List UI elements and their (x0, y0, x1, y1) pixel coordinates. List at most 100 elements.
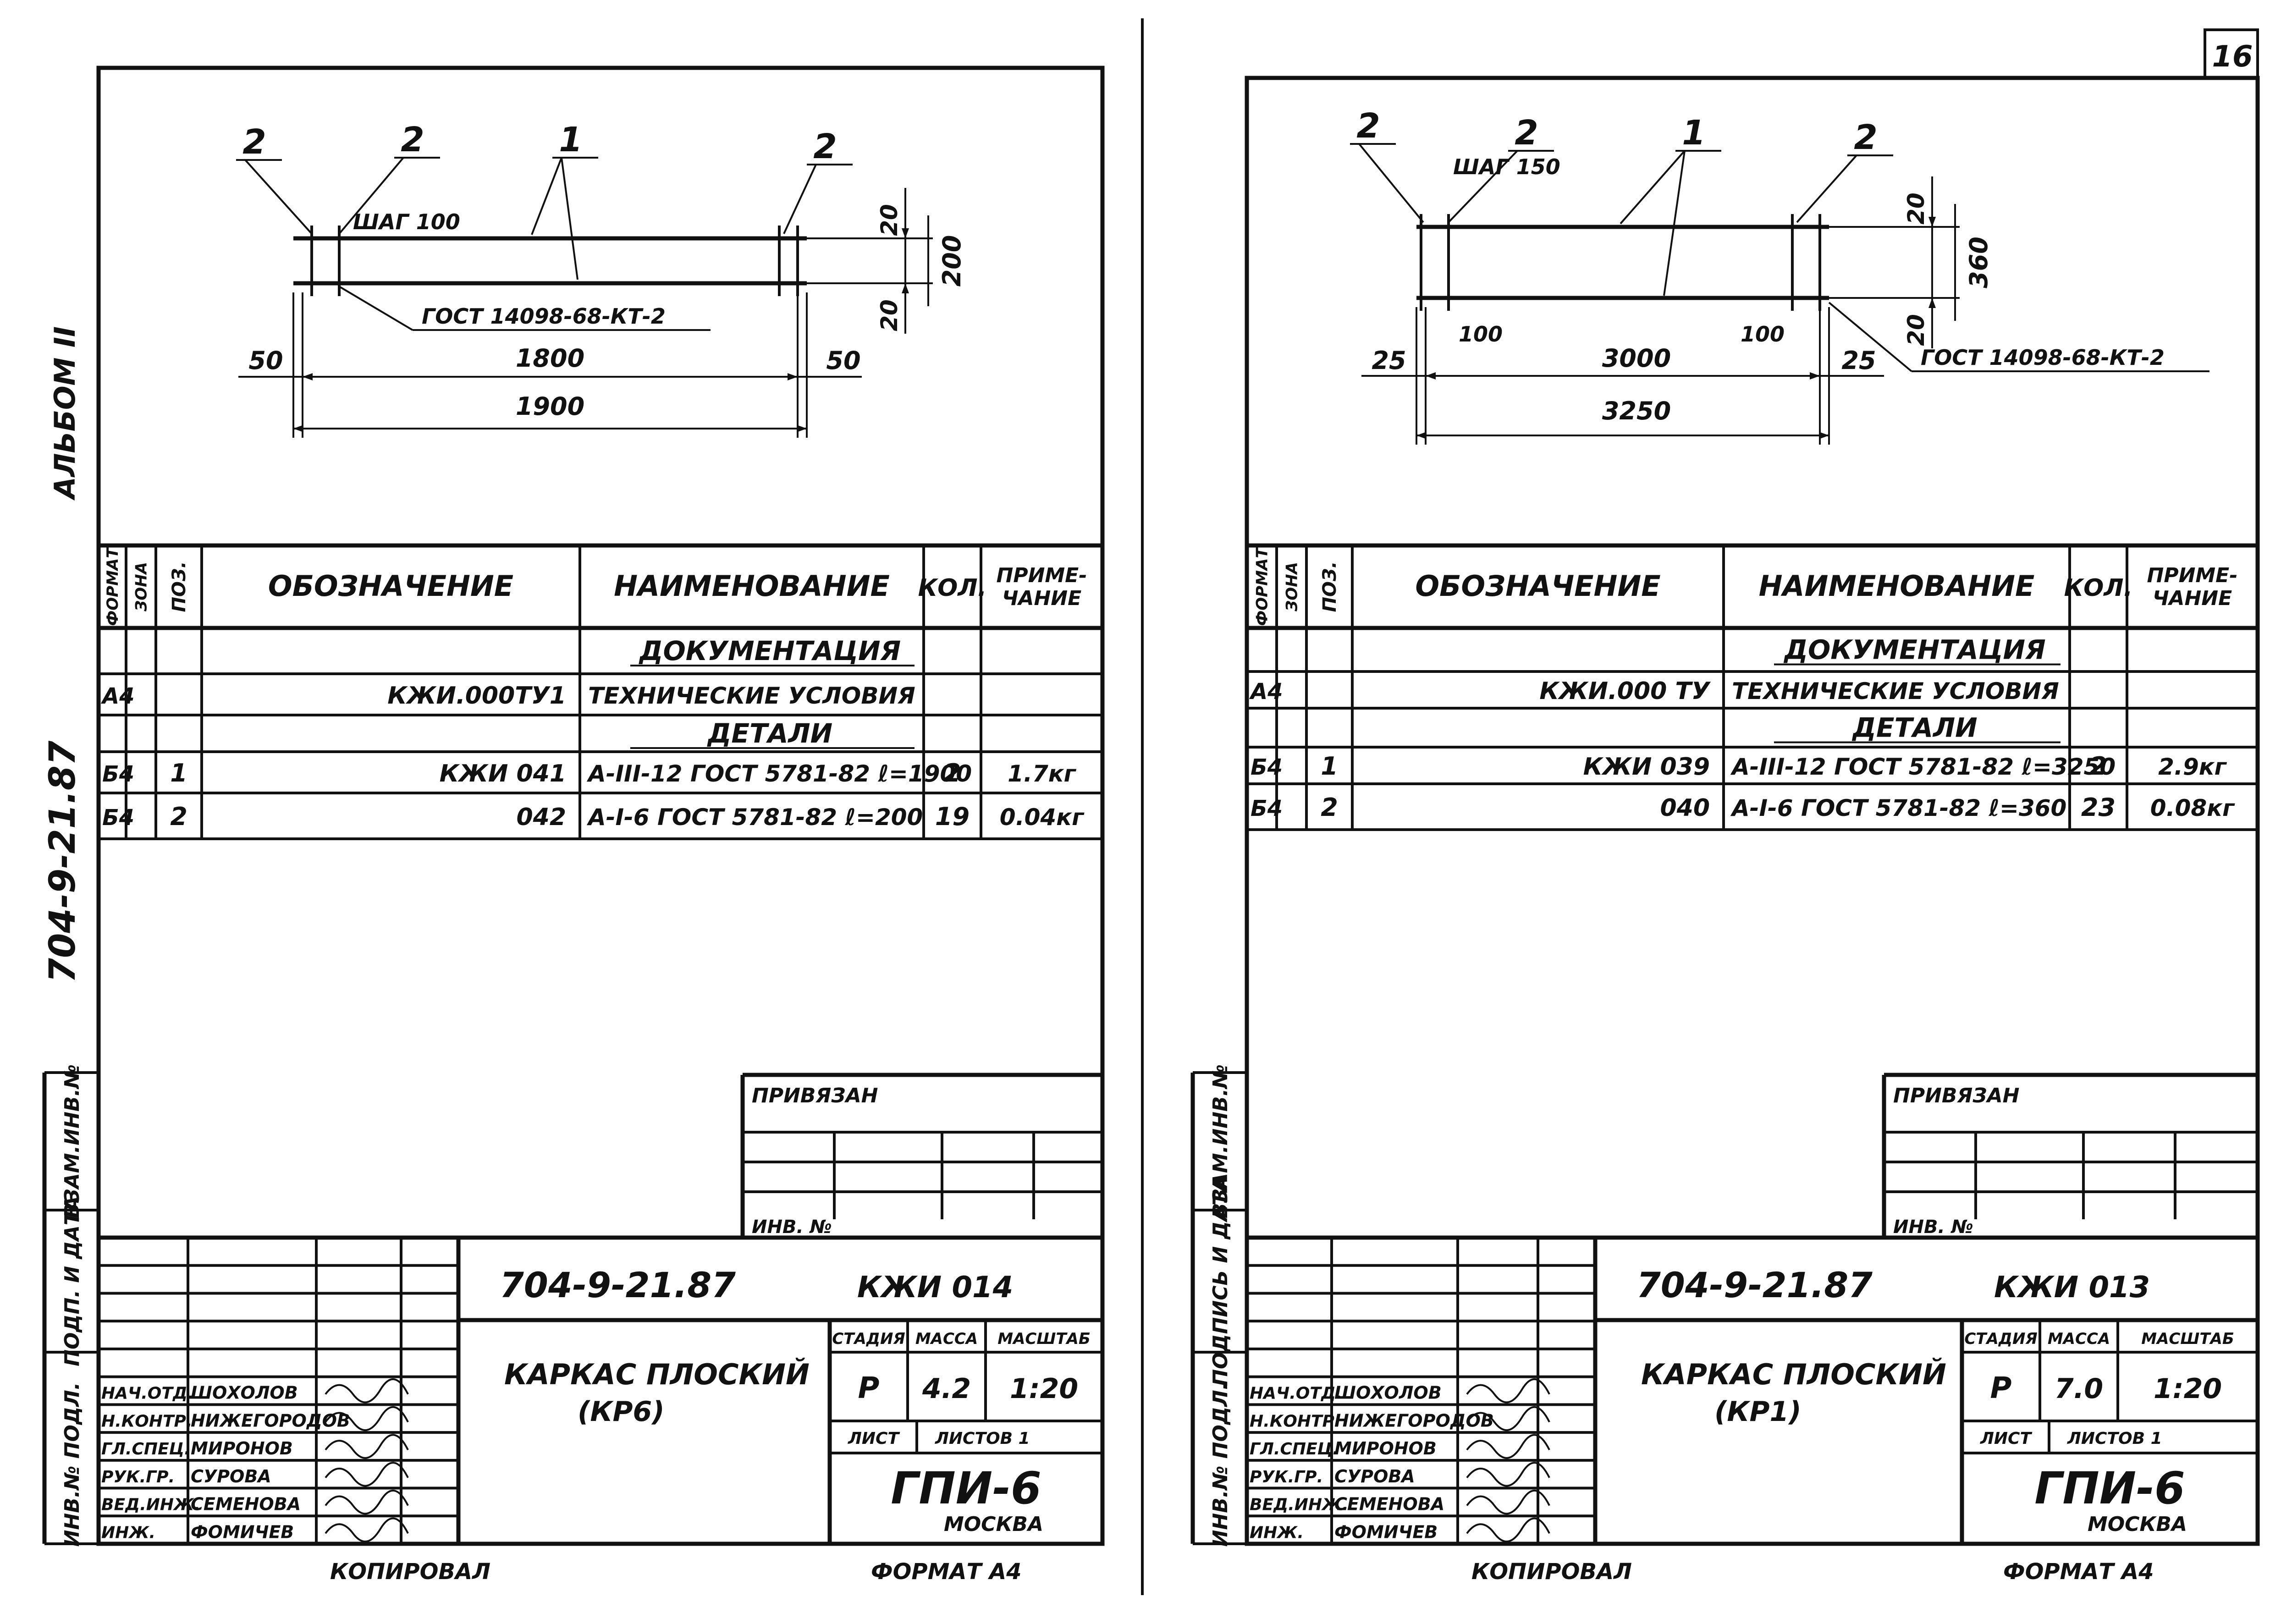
dim-50-right: 50 (826, 346, 860, 375)
row-designation: КЖИ 041 (440, 760, 566, 787)
dimension-arrow (1928, 217, 1936, 227)
callout-leader (1620, 150, 1686, 225)
dim-25-left: 25 (1372, 346, 1406, 375)
header-note: ЧАНИЕ (2153, 587, 2232, 610)
signature-mark (1466, 1517, 1550, 1542)
position-callout: 1 (559, 120, 583, 160)
drawing-title-mark: (КР6) (578, 1396, 665, 1428)
signatory-role: ГЛ.СПЕЦ. (101, 1440, 191, 1459)
signatory-name: ШОХОЛОВ (1334, 1383, 1442, 1403)
row-designation: КЖИ.000 ТУ (1539, 677, 1711, 705)
row-quantity: 19 (935, 802, 970, 831)
dim-height: 200 (937, 235, 966, 287)
dim-3250: 3250 (1602, 396, 1671, 425)
row-name: А-III-12 ГОСТ 5781-82 ℓ=3250 (1730, 754, 2116, 780)
sheet-frame (96, 66, 1105, 1546)
header-quantity: КОЛ. (918, 574, 987, 602)
city-label: МОСКВА (944, 1513, 1043, 1536)
row-name: А-III-12 ГОСТ 5781-82 ℓ=1900 (586, 760, 972, 787)
format-label: ФОРМАТ А4 (2003, 1559, 2154, 1585)
inv-no-label: ИНВ. № (1893, 1217, 1973, 1238)
row-designation: КЖИ 039 (1583, 753, 1710, 781)
signatory-role: ИНЖ. (101, 1523, 155, 1542)
dim-100-left: 100 (1459, 322, 1503, 347)
scale-label: МАСШТАБ (2141, 1330, 2234, 1348)
page-number-box: 16 (2204, 28, 2259, 79)
step-label: ШАГ 150 (1453, 154, 1560, 179)
bound-to-label: ПРИВЯЗАН (752, 1084, 878, 1107)
position-callout: 2 (401, 120, 424, 160)
callout-leader (244, 159, 313, 235)
section-heading: ДОКУМЕНТАЦИЯ (639, 635, 901, 666)
signature-mark (325, 1462, 409, 1487)
signature-mark (325, 1406, 409, 1431)
signature-mark (1466, 1378, 1550, 1404)
dimension-arrow (1426, 372, 1436, 380)
mass-value: 7.0 (2055, 1373, 2103, 1405)
signatory-role: Н.КОНТР. (101, 1412, 193, 1431)
row-format: Б4 (102, 805, 134, 831)
page-number: 16 (2212, 40, 2253, 74)
signatory-name: ФОМИЧЕВ (191, 1522, 294, 1542)
dimension-arrow (902, 228, 909, 238)
signatory-role: ВЕД.ИНЖ. (1250, 1496, 1349, 1514)
mass-label: МАССА (915, 1330, 978, 1348)
section-heading: ДОКУМЕНТАЦИЯ (1783, 634, 2045, 666)
binding-strip-label-signature-date: ПОДП. И ДАТА (61, 1196, 84, 1366)
header-format: ФОРМАТ (104, 546, 122, 626)
signatory-name: МИРОНОВ (191, 1438, 293, 1459)
sheet-frame (1245, 76, 2260, 1546)
binding-strip-label-replaced-inv: ВЗАМ.ИНВ.№ (1209, 1064, 1232, 1218)
row-format: Б4 (1251, 796, 1283, 821)
signatory-role: ВЕД.ИНЖ. (101, 1496, 200, 1514)
scale-value: 1:20 (2154, 1373, 2222, 1405)
dim-25-right: 25 (1841, 346, 1876, 375)
row-designation: 042 (516, 804, 566, 831)
row-quantity: 2 (2090, 752, 2107, 781)
stage-value: Р (1990, 1371, 2012, 1405)
row-quantity: 2 (944, 759, 961, 787)
row-name: ТЕХНИЧЕСКИЕ УСЛОВИЯ (1732, 678, 2059, 705)
signatory-name: НИЖЕГОРОДОВ (1334, 1410, 1494, 1431)
row-note: 2.9кг (2158, 754, 2227, 780)
row-designation: 040 (1660, 794, 1710, 822)
sheets-count-label: ЛИСТОВ 1 (2067, 1429, 2162, 1448)
stage-value: Р (858, 1371, 880, 1405)
dim-100-right: 100 (1741, 322, 1785, 347)
header-designation: ОБОЗНАЧЕНИЕ (268, 569, 513, 603)
header-note: ПРИМЕ- (2147, 564, 2238, 587)
document-number: КЖИ 014 (857, 1271, 1013, 1305)
header-note: ПРИМЕ- (997, 564, 1087, 587)
vertical-project-code: 704-9-21.87 (42, 740, 83, 983)
signatory-role: НАЧ.ОТД. (1250, 1384, 1342, 1403)
step-label: ШАГ 100 (353, 209, 460, 234)
signatory-role: НАЧ.ОТД. (101, 1384, 194, 1403)
callout-leader (1796, 154, 1857, 223)
signatory-name: СЕМЕНОВА (1334, 1494, 1444, 1514)
signatory-role: РУК.ГР. (1250, 1468, 1323, 1486)
signature-mark (1466, 1489, 1550, 1515)
city-label: МОСКВА (2088, 1513, 2187, 1536)
signatory-name: СЕМЕНОВА (191, 1494, 301, 1514)
format-label: ФОРМАТ А4 (871, 1559, 1022, 1585)
signatory-name: СУРОВА (191, 1466, 271, 1486)
dim-20-bottom: 20 (876, 299, 903, 331)
position-callout: 2 (1854, 118, 1878, 157)
row-name: А-I-6 ГОСТ 5781-82 ℓ=200 (586, 804, 923, 831)
header-zone: ЗОНА (132, 562, 151, 612)
signatory-role: Н.КОНТР. (1250, 1412, 1341, 1431)
dimension-arrow (293, 425, 303, 432)
signatory-name: ШОХОЛОВ (191, 1383, 298, 1403)
header-designation: ОБОЗНАЧЕНИЕ (1415, 569, 1660, 603)
position-callout: 2 (1356, 106, 1380, 146)
sheet-label: ЛИСТ (848, 1429, 900, 1448)
drawing-title: КАРКАС ПЛОСКИЙ (504, 1358, 810, 1391)
binding-strip-label-signature-date: ПОДПИСЬ И ДАТА (1209, 1176, 1232, 1386)
dimension-arrow (1416, 432, 1427, 439)
copied-by-label: КОПИРОВАЛ (1471, 1559, 1632, 1585)
drawing-title-mark: (КР1) (1714, 1396, 1802, 1428)
dimension-arrow (1810, 372, 1820, 380)
